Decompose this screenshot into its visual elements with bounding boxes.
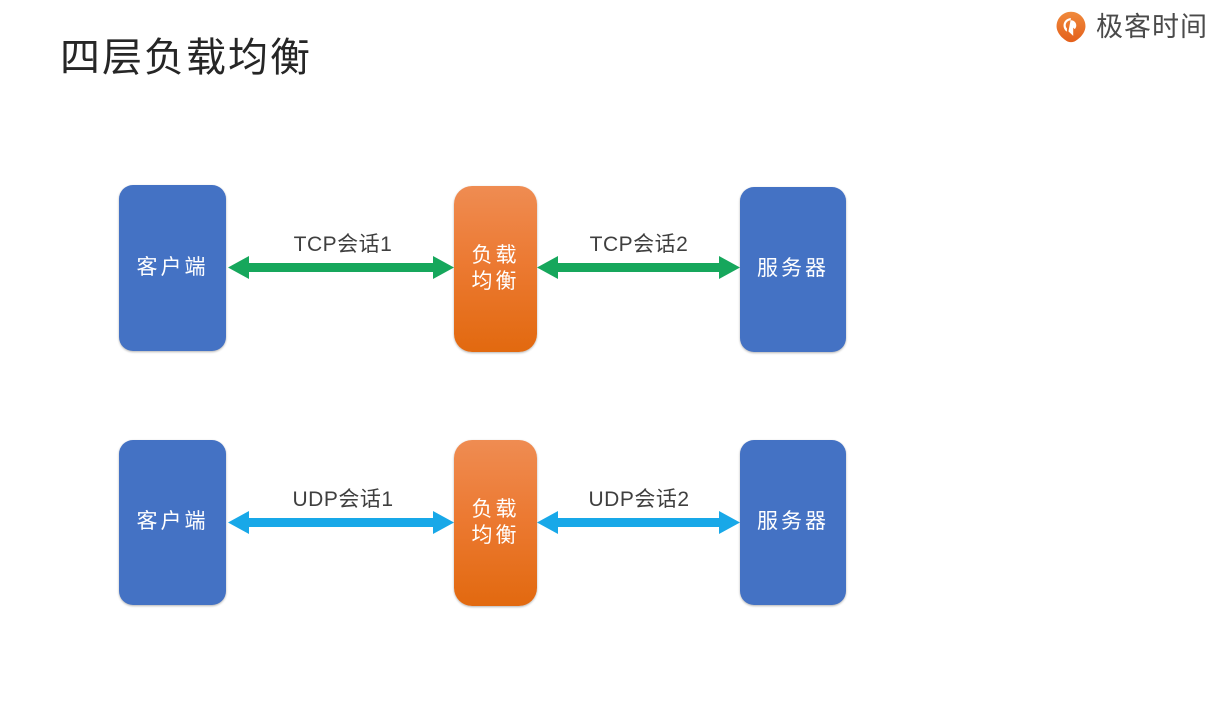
edge-label-udp-session-2: UDP会话2 xyxy=(588,488,690,511)
arrow-tcp-session-2 xyxy=(537,256,740,279)
arrow-tcp-session-1 xyxy=(228,256,454,279)
node-label-line1: 负载 xyxy=(471,243,520,267)
brand-logo: 极客时间 xyxy=(1054,10,1208,44)
brand-name: 极客时间 xyxy=(1096,11,1208,42)
node-label-line2: 均衡 xyxy=(471,270,520,293)
edge-label-tcp-session-2: TCP会话2 xyxy=(589,233,689,256)
node-label: 服务器 xyxy=(757,510,829,534)
node-label: 服务器 xyxy=(757,257,829,281)
node-server-udp[interactable]: 服务器 xyxy=(740,440,846,605)
node-client-udp[interactable]: 客户端 xyxy=(119,440,226,605)
edge-label-tcp-session-1: TCP会话1 xyxy=(293,233,393,256)
node-load-balancer-tcp[interactable]: 负载 均衡 xyxy=(454,186,537,352)
arrow-udp-session-1 xyxy=(228,511,454,534)
node-label-line1: 负载 xyxy=(471,497,520,521)
node-label-line2: 均衡 xyxy=(471,524,520,547)
node-label: 客户端 xyxy=(136,255,209,279)
node-load-balancer-udp[interactable]: 负载 均衡 xyxy=(454,440,537,606)
node-client-tcp[interactable]: 客户端 xyxy=(119,185,226,351)
arrow-udp-session-2 xyxy=(537,511,740,534)
page-title: 四层负载均衡 xyxy=(60,36,312,80)
edge-label-udp-session-1: UDP会话1 xyxy=(292,488,394,511)
node-server-tcp[interactable]: 服务器 xyxy=(740,187,846,352)
geektime-circle-arrow-icon xyxy=(1056,11,1086,43)
node-label: 客户端 xyxy=(136,510,209,534)
